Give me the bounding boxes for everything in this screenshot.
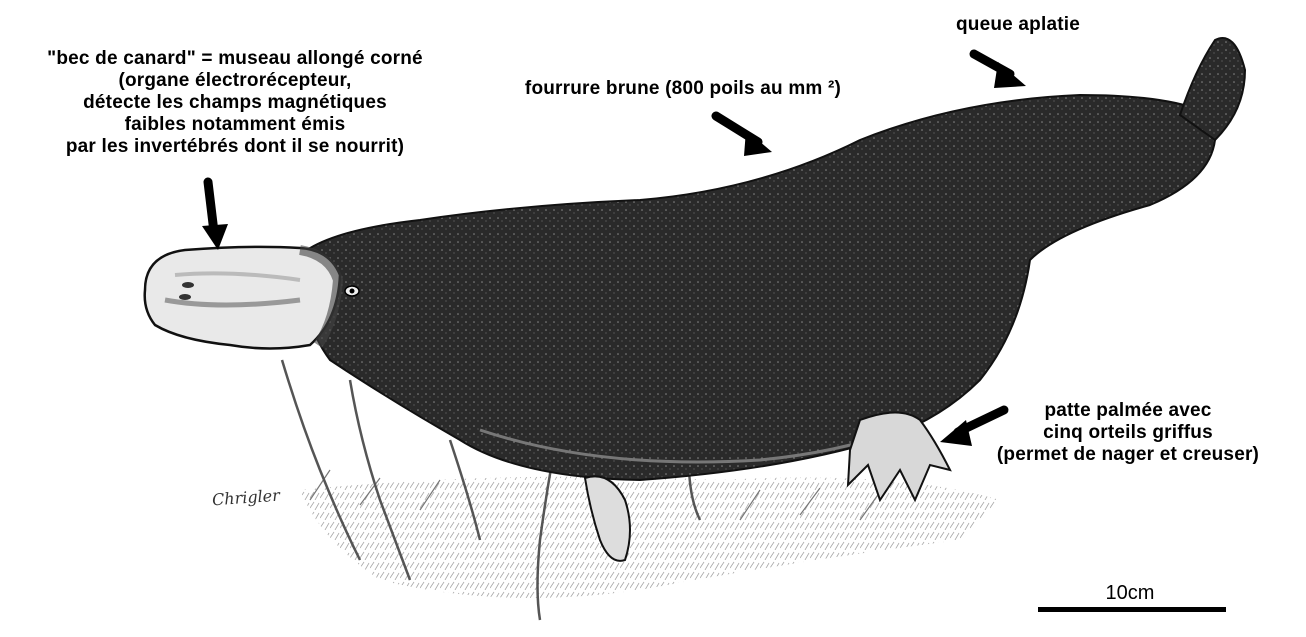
snout-label-line: "bec de canard" = museau allongé corné [0, 48, 470, 70]
arrow-snout [202, 182, 228, 250]
platypus-bill [145, 247, 340, 349]
foot-label: patte palmée avec cinq orteils griffus (… [958, 400, 1298, 466]
fur-label: fourrure brune (800 poils au mm ²) [478, 78, 888, 100]
arrow-tail [974, 54, 1026, 88]
snout-label-line: détecte les champs magnétiques [0, 92, 470, 114]
snout-label-line: (organe électrorécepteur, [0, 70, 470, 92]
foot-label-line: (permet de nager et creuser) [958, 444, 1298, 466]
ground-grass [300, 470, 1000, 598]
snout-label-line: faibles notamment émis [0, 114, 470, 136]
snout-label-line: par les invertébrés dont il se nourrit) [0, 136, 470, 158]
snout-label: "bec de canard" = museau allongé corné (… [0, 48, 470, 158]
tail-label: queue aplatie [918, 14, 1118, 36]
scale-label: 10cm [1090, 582, 1170, 605]
scale-bar [1038, 607, 1226, 612]
foot-label-line: cinq orteils griffus [958, 422, 1298, 444]
arrow-fur [716, 116, 772, 156]
foot-label-line: patte palmée avec [958, 400, 1298, 422]
